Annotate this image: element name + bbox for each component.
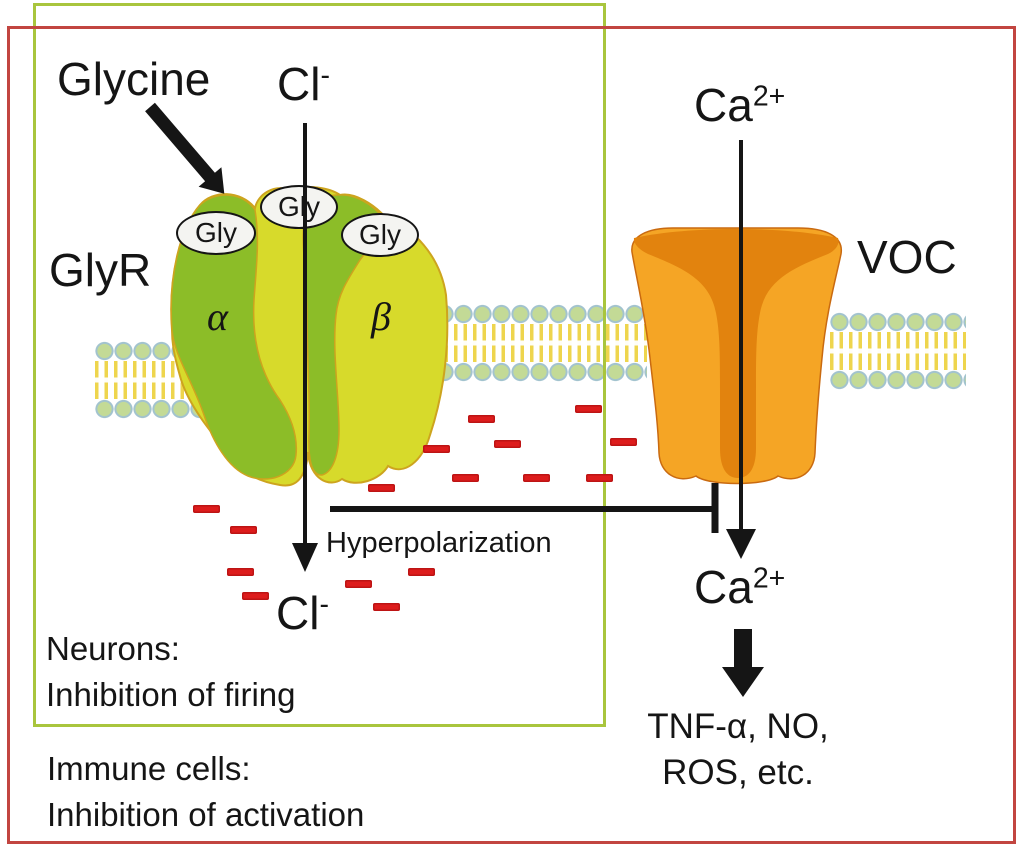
ion-sup: - [319,588,329,621]
neurons-note-line2: Inhibition of firing [46,675,296,713]
voc-label: VOC [857,231,957,283]
gly-tag-label: Gly [278,191,320,222]
lipid-heads-bottom [435,362,647,382]
hyperpolarization-label: Hyperpolarization [326,527,552,559]
lipid-tails [830,332,966,370]
membrane-segment-right [830,312,966,390]
outcome-line1: TNF-α, NO, [647,707,829,746]
immune-note-line1: Immune cells: [47,750,251,787]
gly-binding-site-tag: Gly [260,185,338,229]
gly-tag-label: Gly [359,219,401,250]
ion-sup: 2+ [752,562,786,595]
ion-sup: 2+ [752,80,786,113]
alpha-subunit-label: α [207,294,228,339]
neurons-note: Neurons: Inhibition of firing [46,626,295,717]
lipid-tails [435,324,647,362]
ion-base: Cl [277,58,321,110]
outcome-line2: ROS, etc. [662,753,814,793]
neurons-note-line1: Neurons: [46,630,180,667]
glycine-label: Glycine [57,53,211,105]
immune-note-line2: Inhibition of activation [47,795,365,833]
lipid-heads-top [435,304,647,324]
lipid-heads-bottom [830,370,966,390]
immune-cells-context-box [7,26,1016,844]
beta-subunit-label: β [371,294,391,339]
immune-note: Immune cells: Inhibition of activation [47,746,364,837]
membrane-segment-middle [435,304,647,382]
ion-base: Ca [694,561,753,613]
gly-binding-site-tag: Gly [176,211,256,255]
ion-base: Cl [276,587,320,639]
chloride-bottom-label: Cl- [276,586,329,640]
ion-base: Ca [694,79,753,131]
gly-tag-label: Gly [195,217,237,248]
chloride-top-label: Cl- [277,57,330,111]
glyr-label: GlyR [49,244,152,296]
gly-binding-site-tag: Gly [341,213,419,257]
ion-sup: - [320,59,330,92]
calcium-bottom-label: Ca2+ [694,560,785,614]
neurons-context-box [33,3,606,727]
outcome-text: TNF-α, NO, ROS, etc. [608,704,868,796]
calcium-top-label: Ca2+ [694,78,785,132]
lipid-heads-top [830,312,966,332]
